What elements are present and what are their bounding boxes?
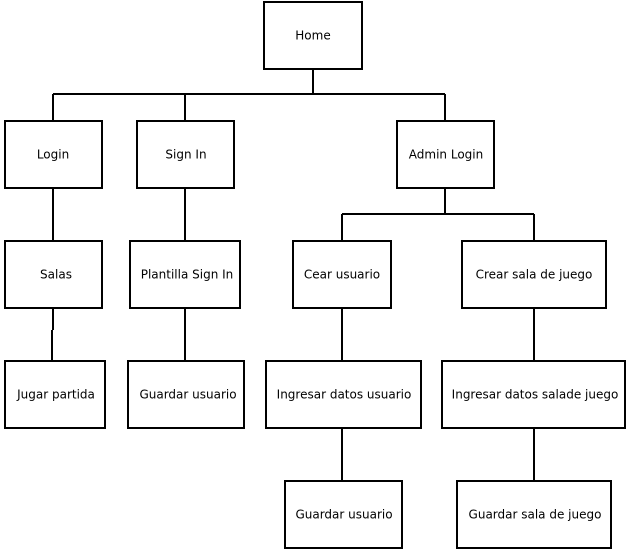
node-jugar-partida: Jugar partida [4, 360, 106, 429]
node-guardar-usuario-signin: Guardar usuario [127, 360, 245, 429]
node-label: Guardar usuario [295, 508, 392, 522]
node-label: Ingresar datos salade juego [452, 388, 619, 402]
node-plantilla-sign-in: Plantilla Sign In [129, 240, 241, 309]
node-label: Login [37, 148, 69, 162]
node-label: Guardar usuario [139, 388, 236, 402]
node-label: Ingresar datos usuario [277, 388, 412, 402]
node-label: Home [295, 29, 330, 43]
node-admin-login: Admin Login [396, 120, 495, 189]
node-salas: Salas [4, 240, 103, 309]
node-cear-usuario: Cear usuario [292, 240, 392, 309]
connectors [51, 69, 535, 481]
node-crear-sala: Crear sala de juego [461, 240, 607, 309]
node-sign-in: Sign In [136, 120, 235, 189]
node-home: Home [263, 1, 363, 70]
node-login: Login [4, 120, 103, 189]
node-ingresar-datos-sala: Ingresar datos salade juego [441, 360, 626, 429]
node-label: Jugar partida [16, 388, 95, 402]
node-guardar-sala: Guardar sala de juego [456, 480, 612, 549]
node-ingresar-datos-usuario: Ingresar datos usuario [265, 360, 422, 429]
node-guardar-usuario-admin: Guardar usuario [284, 480, 403, 549]
connector-admin-level2 [341, 188, 535, 241]
connector-home-level1 [52, 69, 446, 121]
node-label: Salas [40, 268, 72, 282]
node-label: Guardar sala de juego [469, 508, 602, 522]
node-label: Admin Login [409, 148, 483, 162]
node-label: Sign In [165, 148, 206, 162]
node-label: Cear usuario [304, 268, 380, 282]
node-label: Crear sala de juego [476, 268, 593, 282]
node-label: Plantilla Sign In [141, 268, 234, 282]
connector-salas-jugar [51, 308, 54, 361]
